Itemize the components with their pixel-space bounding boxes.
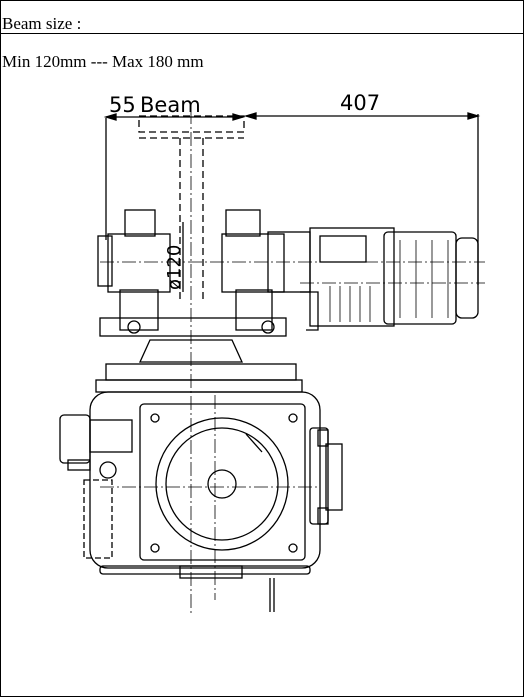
dimension-left-value: 55 [109, 93, 136, 117]
beam-size-range: Min 120mm --- Max 180 mm [2, 52, 204, 71]
gear-motor [300, 227, 479, 331]
chain [269, 578, 275, 612]
right-brake [309, 427, 343, 525]
beam-diameter-label: ø120 [164, 245, 185, 290]
axle [99, 317, 287, 337]
hoist-body [89, 391, 321, 579]
right-trolley [221, 209, 311, 331]
header-row [1, 1, 523, 34]
dimension-left-label: Beam [140, 93, 201, 117]
suspension [95, 339, 303, 393]
dimension-right-value: 407 [340, 91, 380, 115]
left-control-box [59, 414, 133, 559]
beam-size-title: Beam size : [2, 14, 82, 33]
beam-profile [138, 115, 245, 300]
dimension-lines [103, 112, 481, 285]
left-trolley [97, 209, 171, 331]
